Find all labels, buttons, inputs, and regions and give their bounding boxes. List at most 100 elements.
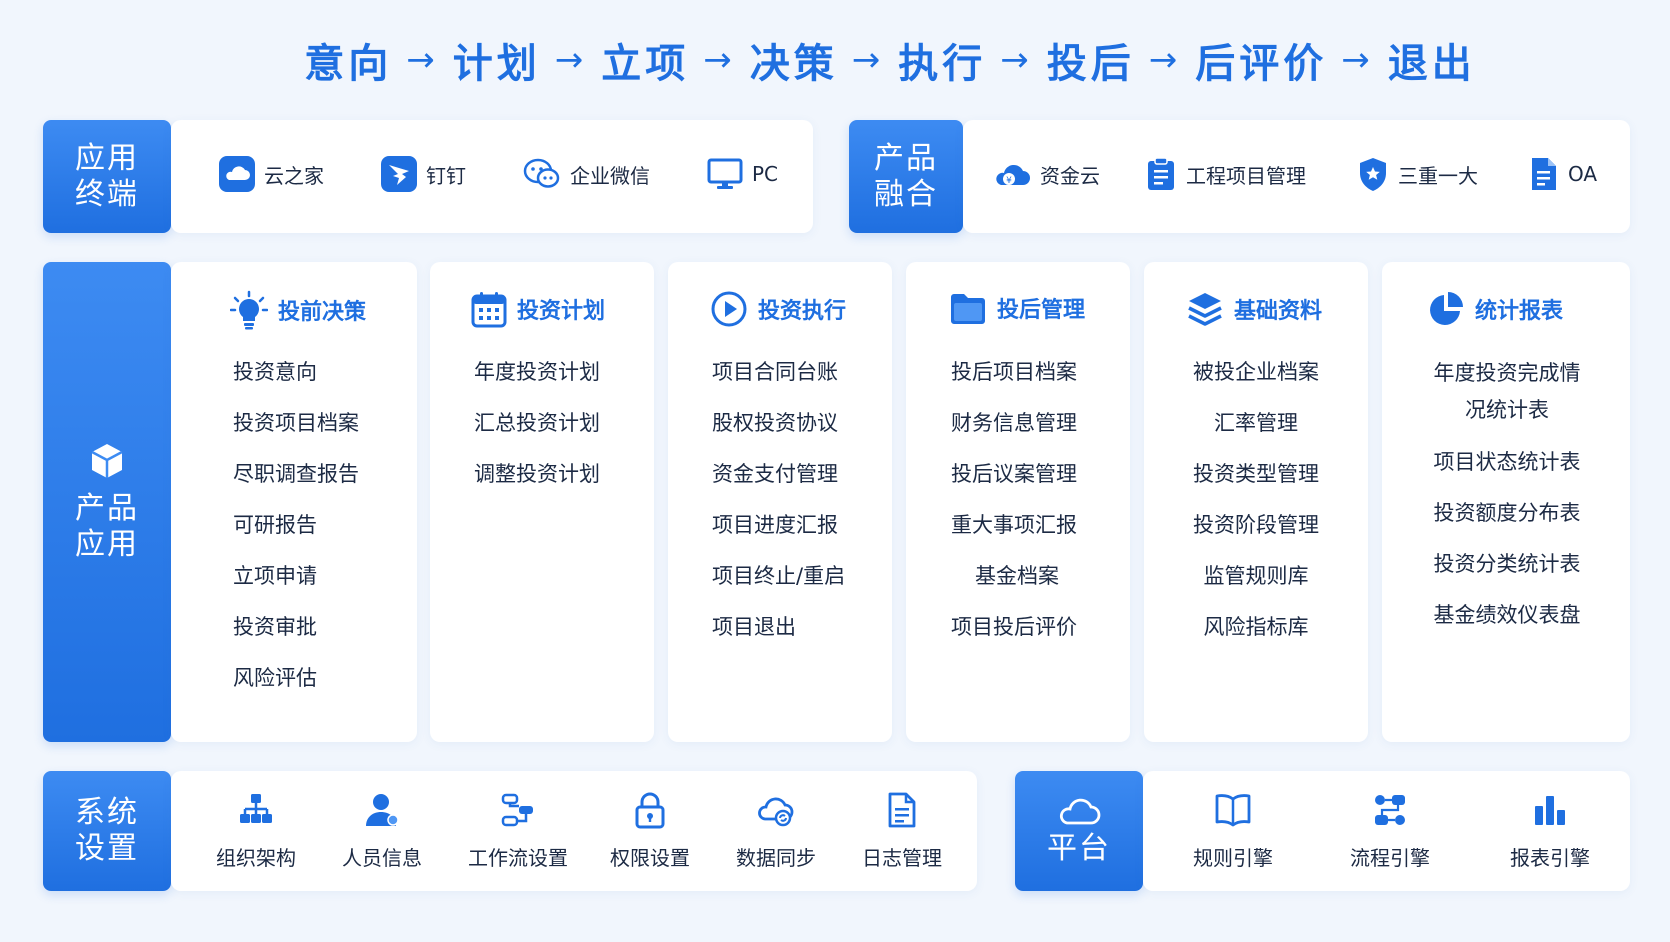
list-item[interactable]: 汇率管理	[1214, 411, 1298, 435]
log-icon	[886, 790, 918, 830]
list-item[interactable]: 立项申请	[233, 564, 317, 588]
fusion-item-project-mgmt[interactable]: 工程项目管理	[1144, 155, 1306, 193]
list-item[interactable]: 项目进度汇报	[712, 513, 838, 537]
document-icon	[1528, 155, 1560, 193]
terminal-item-yunzhijia[interactable]: 云之家	[218, 155, 324, 193]
fusion-item-fund-cloud[interactable]: ¥ 资金云	[992, 155, 1100, 193]
column-list-reports: 年度投资完成情况统计表 项目状态统计表 投资额度分布表 投资分类统计表 基金绩效…	[1424, 355, 1590, 649]
list-item[interactable]: 股权投资协议	[712, 411, 838, 435]
list-item[interactable]: 投资意向	[233, 360, 317, 384]
list-item[interactable]: 资金支付管理	[712, 462, 838, 486]
list-item[interactable]: 投资类型管理	[1193, 462, 1319, 486]
list-item[interactable]: 项目终止/重启	[712, 564, 846, 588]
fusion-label-tab: 产品 融合	[849, 120, 963, 233]
column-panel	[1144, 262, 1368, 742]
terminals-label-tab: 应用 终端	[43, 120, 171, 233]
terminal-label: 企业微信	[570, 163, 650, 188]
list-item[interactable]: 可研报告	[233, 513, 317, 537]
column-header-reports: 统计报表	[1427, 290, 1563, 328]
list-item[interactable]: 汇总投资计划	[474, 411, 600, 435]
shield-icon	[1356, 155, 1390, 193]
list-item[interactable]: 被投企业档案	[1193, 360, 1319, 384]
system-item-permissions[interactable]: 权限设置	[590, 790, 710, 871]
flow-step: 立项	[601, 41, 690, 87]
list-item[interactable]: 投后议案管理	[951, 462, 1077, 486]
system-item-label: 数据同步	[736, 846, 816, 870]
list-item[interactable]: 项目状态统计表	[1433, 450, 1581, 474]
column-title: 投后管理	[997, 298, 1086, 323]
column-panel	[430, 262, 654, 742]
flow-arrow-icon: →	[851, 40, 885, 80]
system-item-label: 权限设置	[610, 846, 690, 870]
list-item[interactable]: 投资项目档案	[233, 411, 359, 435]
system-label: 系统 设置	[75, 795, 139, 866]
list-item[interactable]: 调整投资计划	[474, 462, 600, 486]
column-header-invest-plan: 投资计划	[471, 290, 605, 328]
platform-panel	[1143, 771, 1630, 891]
monitor-icon	[706, 155, 744, 193]
column-header-invest-exec: 投资执行	[710, 290, 846, 328]
list-item[interactable]: 风险指标库	[1203, 615, 1309, 639]
platform-item-label: 规则引擎	[1193, 846, 1273, 870]
column-list-invest-plan: 年度投资计划 汇总投资计划 调整投资计划	[474, 355, 600, 508]
system-item-org[interactable]: 组织架构	[196, 790, 316, 871]
flow-arrow-icon: →	[703, 40, 736, 80]
platform-item-label: 流程引擎	[1350, 846, 1430, 870]
dingtalk-icon	[380, 155, 418, 193]
column-panel	[668, 262, 892, 742]
system-item-label: 人员信息	[342, 846, 422, 870]
wecom-icon	[522, 155, 562, 193]
list-item[interactable]: 尽职调查报告	[233, 462, 359, 486]
list-item[interactable]: 基金档案	[975, 564, 1059, 588]
flow-step: 决策	[749, 41, 838, 87]
list-item[interactable]: 财务信息管理	[951, 411, 1077, 435]
fusion-label-text: 工程项目管理	[1186, 163, 1306, 188]
column-title: 投资执行	[758, 299, 847, 324]
column-panel	[906, 262, 1130, 742]
platform-label: 平台	[1047, 831, 1111, 866]
bar-chart-icon	[1532, 790, 1568, 830]
fusion-item-oa[interactable]: OA	[1528, 155, 1597, 193]
system-item-workflow[interactable]: 工作流设置	[458, 790, 578, 871]
terminal-item-dingtalk[interactable]: 钉钉	[380, 155, 466, 193]
platform-item-report-engine[interactable]: 报表引擎	[1490, 790, 1610, 871]
fusion-panel	[963, 120, 1630, 233]
list-item[interactable]: 投资额度分布表	[1433, 501, 1581, 525]
column-panel	[171, 262, 417, 742]
fusion-label: 产品 融合	[874, 140, 938, 212]
terminal-item-wecom[interactable]: 企业微信	[522, 155, 650, 193]
platform-item-flow-engine[interactable]: 流程引擎	[1330, 790, 1450, 871]
org-chart-icon	[238, 790, 274, 830]
list-item[interactable]: 项目合同台账	[712, 360, 838, 384]
terminal-item-pc[interactable]: PC	[706, 155, 778, 193]
list-item[interactable]: 年度投资计划	[474, 360, 600, 384]
column-header-base-data: 基础资料	[1186, 290, 1322, 328]
list-item[interactable]: 项目退出	[712, 615, 796, 639]
list-item[interactable]: 重大事项汇报	[951, 513, 1077, 537]
column-title: 统计报表	[1475, 299, 1564, 324]
system-item-personnel[interactable]: 人员信息	[322, 790, 442, 871]
list-item[interactable]: 监管规则库	[1203, 564, 1309, 588]
cloud-icon	[218, 155, 256, 193]
terminal-label: 云之家	[264, 163, 324, 188]
lock-icon	[634, 790, 666, 830]
list-item[interactable]: 项目投后评价	[951, 615, 1077, 639]
list-item[interactable]: 年度投资完成情况统计表	[1433, 361, 1581, 422]
list-item[interactable]: 投后项目档案	[951, 360, 1077, 384]
list-item[interactable]: 基金绩效仪表盘	[1433, 603, 1581, 627]
system-item-logs[interactable]: 日志管理	[842, 790, 962, 871]
list-item[interactable]: 风险评估	[233, 666, 317, 690]
platform-item-rules[interactable]: 规则引擎	[1173, 790, 1293, 871]
list-item[interactable]: 投资阶段管理	[1193, 513, 1319, 537]
list-item[interactable]: 投资分类统计表	[1433, 552, 1581, 576]
column-panel	[1382, 262, 1630, 742]
play-icon	[710, 290, 748, 328]
terminal-label: PC	[752, 162, 779, 186]
flow-step: 退出	[1387, 41, 1476, 87]
layers-icon	[1186, 290, 1224, 328]
fusion-item-three-one[interactable]: 三重一大	[1356, 155, 1478, 193]
system-item-data-sync[interactable]: 数据同步	[716, 790, 836, 871]
platform-item-label: 报表引擎	[1510, 846, 1590, 870]
calendar-icon	[471, 290, 507, 328]
list-item[interactable]: 投资审批	[233, 615, 317, 639]
